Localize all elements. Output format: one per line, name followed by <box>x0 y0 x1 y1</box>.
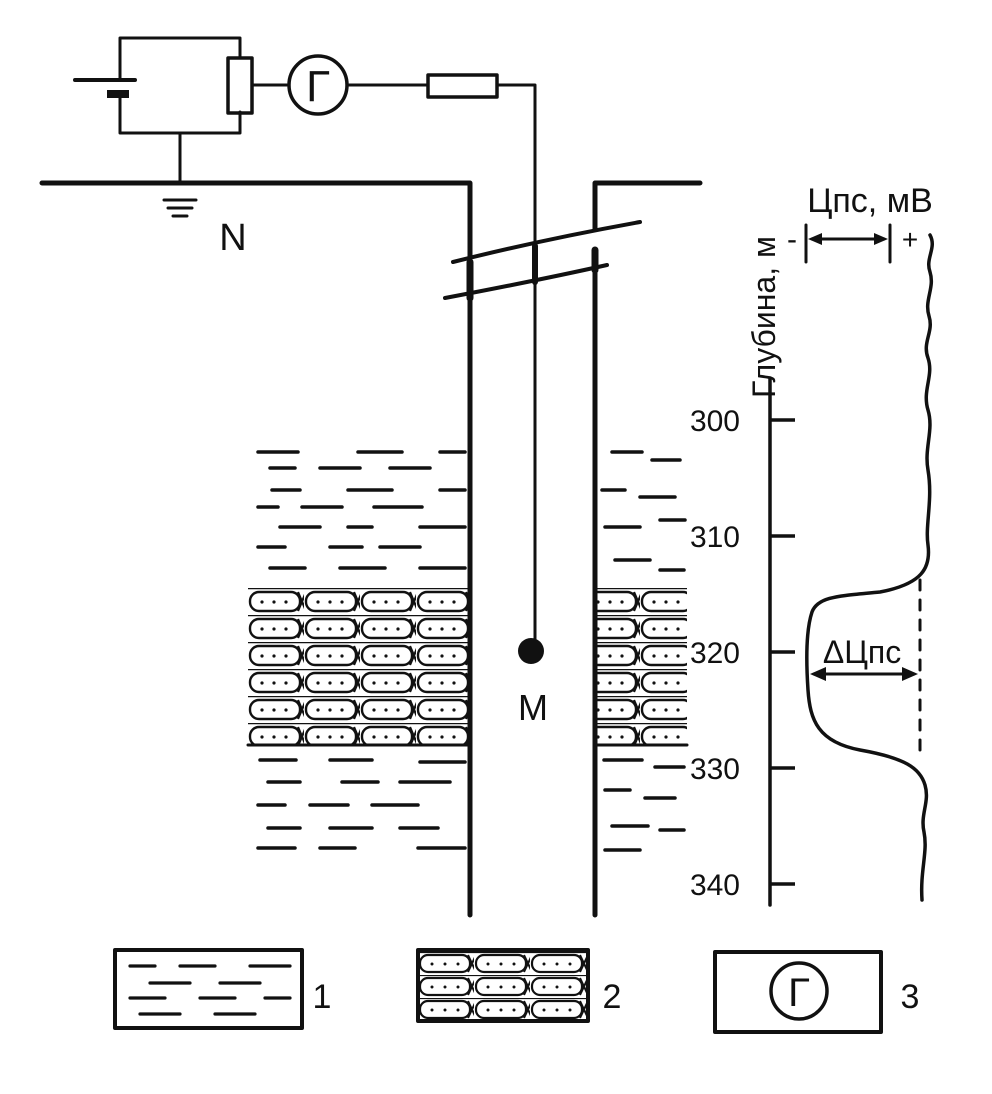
minus-sign: - <box>787 223 797 256</box>
legend-number-2: 2 <box>603 978 622 1016</box>
meter-symbol: Г <box>306 62 330 111</box>
surface-circuit: Г N <box>73 36 537 647</box>
clay-layer-left-lower <box>256 758 467 850</box>
sp-curve <box>805 233 934 902</box>
sp-curve-section: Цпс, мВ - + ΔЦпс <box>787 182 934 902</box>
borehole-electrode-label: M <box>518 687 548 728</box>
plus-sign: + <box>902 224 918 255</box>
battery-icon <box>73 78 137 98</box>
legend-number-1: 1 <box>313 978 332 1016</box>
borehole-electrode <box>518 638 544 664</box>
depth-tick-label: 320 <box>690 637 740 670</box>
ground-icon <box>162 198 198 218</box>
depth-ticks: 300 310 320 330 340 <box>690 405 795 902</box>
depth-tick-label: 330 <box>690 753 740 786</box>
clay-layer-right-lower <box>602 758 686 852</box>
galvanometer-icon: Г <box>287 54 349 116</box>
anomaly-label: ΔЦпс <box>823 634 901 670</box>
legend-number-3: 3 <box>901 978 920 1016</box>
legend-item-clay: 1 <box>113 948 332 1030</box>
legend-meter-symbol: Г <box>788 971 810 1015</box>
curve-axis-title: Цпс, мВ <box>807 182 933 220</box>
sandstone-layer-right <box>593 588 689 747</box>
cable-resistor-icon <box>426 73 499 99</box>
anomaly-arrow <box>810 667 918 681</box>
legend-item-meter: Г 3 <box>713 950 920 1034</box>
legend-item-sandstone: 2 <box>416 948 622 1023</box>
depth-tick-label: 310 <box>690 521 740 554</box>
depth-tick-label: 300 <box>690 405 740 438</box>
clay-layer-left-upper <box>256 450 467 570</box>
clay-layer-right-upper <box>600 450 687 572</box>
break-symbol <box>445 222 640 298</box>
resistor-icon <box>226 56 254 115</box>
sandstone-layer-left <box>246 588 472 747</box>
depth-axis-title: Глубина, м <box>746 236 782 398</box>
ground-electrode-label: N <box>219 217 246 259</box>
depth-axis: Глубина, м 300 310 320 330 340 <box>690 236 795 907</box>
scale-arrow <box>804 223 892 264</box>
depth-tick-label: 340 <box>690 869 740 902</box>
legend: 1 2 Г 3 <box>113 948 920 1034</box>
